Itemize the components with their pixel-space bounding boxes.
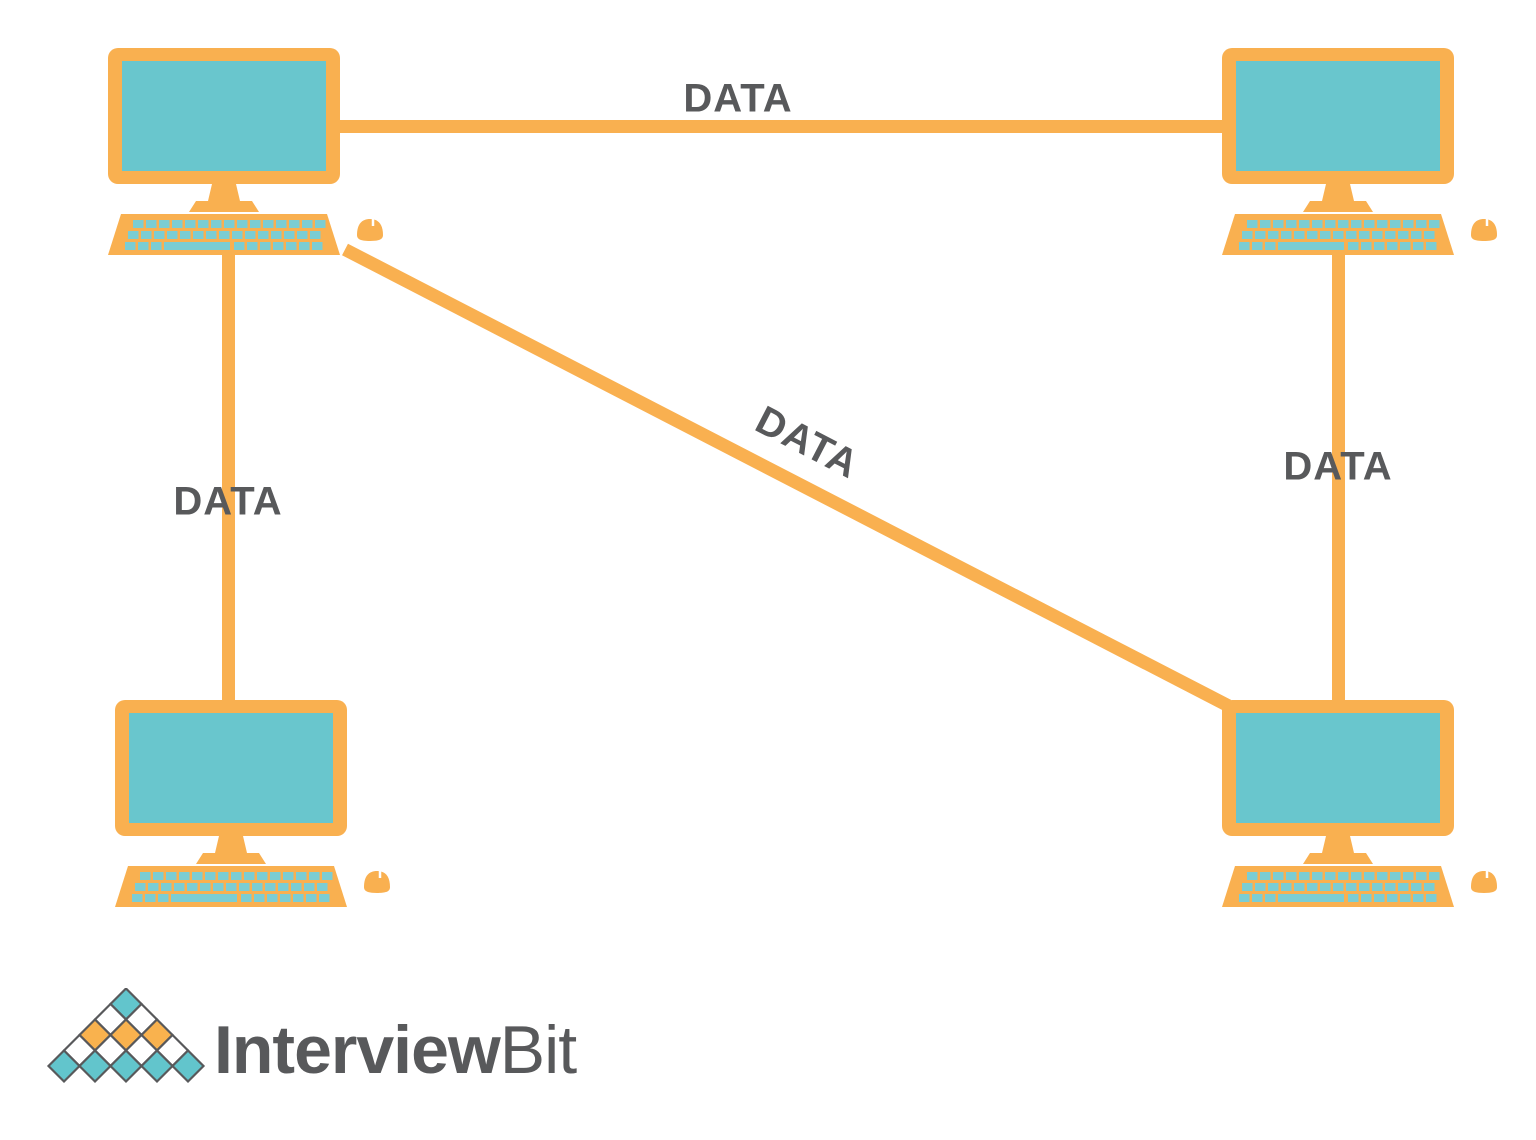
computer-icon-top-left <box>100 48 400 256</box>
data-link-left <box>222 250 235 702</box>
logo-text-bit: Bit <box>499 1012 577 1088</box>
interviewbit-logo-text: InterviewBit <box>214 1016 577 1084</box>
data-link-right <box>1332 250 1345 702</box>
interviewbit-logo-icon <box>46 988 206 1084</box>
data-link-top <box>338 120 1224 133</box>
logo-text-interview: Interview <box>214 1012 501 1088</box>
data-label-right: DATA <box>1283 444 1393 489</box>
computer-icon-bottom-left <box>107 700 407 908</box>
data-label-top: DATA <box>683 76 793 121</box>
computer-icon-bottom-right <box>1214 700 1514 908</box>
data-label-left: DATA <box>173 479 283 524</box>
computer-icon-top-right <box>1214 48 1514 256</box>
data-link-diagonal <box>342 243 1232 712</box>
